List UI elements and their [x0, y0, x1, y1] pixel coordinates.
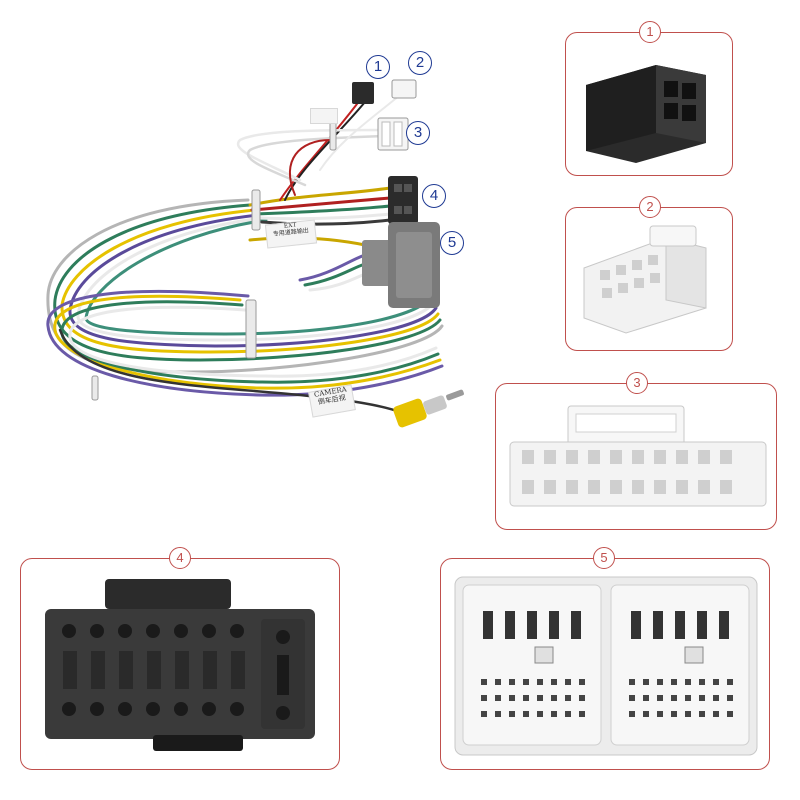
white-8pin-connector-image — [583, 225, 707, 334]
white-oem-plug-connector-image — [454, 576, 758, 756]
panel-2-number: 2 — [639, 196, 661, 218]
panel-3-number: 3 — [626, 372, 648, 394]
small-tag — [310, 108, 338, 124]
connector-panel-1: 1 — [565, 21, 733, 176]
harness-label-4: 4 — [422, 184, 446, 208]
black-2pin-connector-image — [586, 65, 706, 163]
connector-panel-3: 3 — [495, 372, 777, 530]
harness-label-5: 5 — [440, 231, 464, 255]
harness-label-3: 3 — [406, 121, 430, 145]
connector-panel-4: 4 — [20, 547, 340, 770]
panel-5-number: 5 — [593, 547, 615, 569]
panel-4-number: 4 — [169, 547, 191, 569]
panel-1-number: 1 — [639, 21, 661, 43]
harness-label-1: 1 — [366, 55, 390, 79]
black-16pin-iso-connector-image — [45, 579, 315, 751]
white-20pin-connector-image — [509, 405, 767, 507]
connector-panel-2: 2 — [565, 196, 733, 351]
harness-label-2: 2 — [408, 51, 432, 75]
connector-panel-5: 5 — [440, 547, 770, 770]
